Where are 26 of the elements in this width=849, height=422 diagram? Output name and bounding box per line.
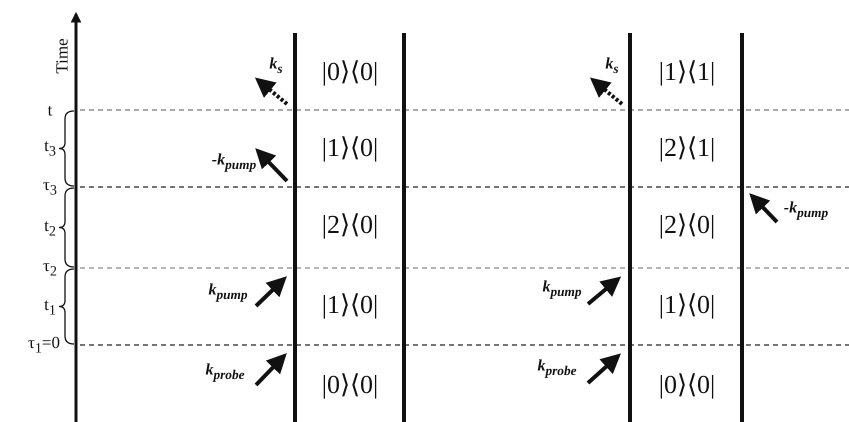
time-label: τ$_{2}$ <box>43 257 57 279</box>
density-matrix-label: |1⟩⟨0| <box>322 135 378 161</box>
density-matrix-label: |1⟩⟨0| <box>322 292 378 318</box>
time-label: t$_{1}$ <box>44 296 56 318</box>
density-matrix-label: |0⟩⟨0| <box>322 372 378 398</box>
density-matrix-label: |0⟩⟨0| <box>322 59 378 85</box>
time-label: τ$_{1}$=0 <box>28 334 60 356</box>
wavevector-label: k$_{s}$ <box>269 56 283 76</box>
density-matrix-label: |1⟩⟨1| <box>658 59 716 85</box>
wavevector-label: k$_{probe}$ <box>205 362 245 382</box>
wavevector-label: k$_{pump}$ <box>542 280 582 298</box>
density-matrix-label: |2⟩⟨0| <box>322 212 378 238</box>
density-matrix-label: |2⟩⟨0| <box>658 212 716 238</box>
wavevector-label: k$_{probe}$ <box>537 358 577 378</box>
time-label: t$_{3}$ <box>44 137 56 159</box>
time-label: τ$_{3}$ <box>43 176 57 198</box>
time-label: t <box>48 102 52 118</box>
axis-title: Time <box>54 38 70 74</box>
density-matrix-label: |2⟩⟨1| <box>658 135 716 161</box>
wavevector-label: -k$_{pump}$ <box>784 200 828 220</box>
density-matrix-label: |0⟩⟨0| <box>658 372 716 398</box>
wavevector-label: -k$_{pump}$ <box>212 152 256 172</box>
density-matrix-label: |1⟩⟨0| <box>658 292 716 318</box>
time-label: t$_{2}$ <box>44 217 56 239</box>
wavevector-label: k$_{s}$ <box>605 56 619 76</box>
wavevector-label: k$_{pump}$ <box>208 282 248 302</box>
